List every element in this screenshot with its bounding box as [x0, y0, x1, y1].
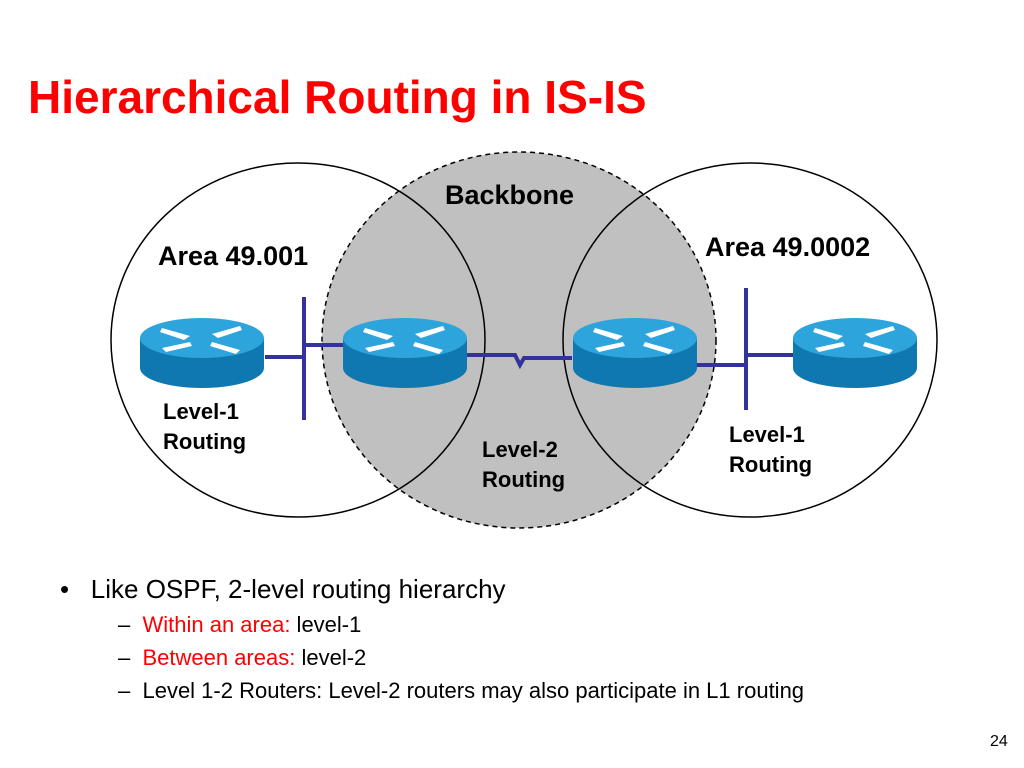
- backbone-label: Backbone: [445, 180, 575, 210]
- page-number: 24: [990, 733, 1008, 750]
- slide-title: Hierarchical Routing in IS-IS: [28, 71, 647, 123]
- area-left-circle: [110, 162, 486, 518]
- sub-bullet: – Between areas: level-2: [118, 645, 367, 670]
- router-icon: [343, 318, 467, 388]
- backbone-area: [321, 151, 717, 529]
- router-icon: [140, 318, 264, 388]
- area-right-label: Area 49.0002: [705, 232, 871, 262]
- sub-bullet: – Within an area: level-1: [118, 612, 362, 637]
- serial-link: [467, 353, 572, 370]
- router-icon: [573, 318, 697, 388]
- router-icon: [793, 318, 917, 388]
- sub-bullet: – Level 1-2 Routers: Level-2 routers may…: [118, 678, 805, 703]
- area-left-label: Area 49.001: [158, 241, 309, 271]
- area-right-circle: [562, 162, 938, 518]
- bullet-main: • Like OSPF, 2-level routing hierarchy: [60, 574, 506, 604]
